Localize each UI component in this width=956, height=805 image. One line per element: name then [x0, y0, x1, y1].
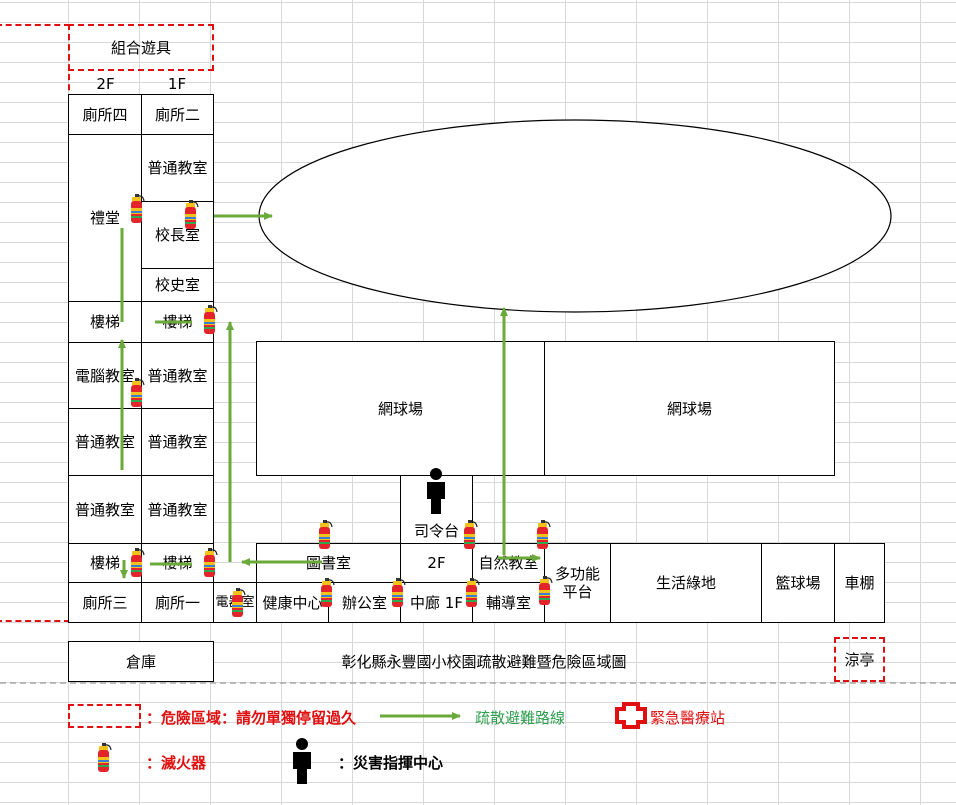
classroom-a: 普通教室 [141, 134, 214, 202]
floor-2f-mid: 2F [400, 543, 473, 583]
stairs-left-lower: 樓梯 [68, 543, 142, 583]
corridor: 中廊 1F [400, 582, 473, 623]
principal-office: 校長室 [141, 201, 214, 269]
restroom-3: 廁所三 [68, 582, 142, 623]
legend-danger-text: ：危險區域：請勿單獨停留過久 [146, 708, 357, 727]
floor-2f-label: 2F [96, 75, 115, 93]
classroom-d: 普通教室 [141, 408, 214, 476]
library: 圖書室 [256, 543, 401, 583]
pavilion: 涼亭 [844, 651, 875, 669]
legend-extinguisher-text: ：滅火器 [146, 753, 207, 772]
field-label: 田徑場 [555, 194, 597, 210]
legend-command-text: ：災害指揮中心 [338, 753, 444, 772]
legend-medical-text: 緊急醫療站 [650, 708, 726, 727]
health-center: 健康中心 [256, 582, 329, 623]
history-room: 校史室 [141, 268, 214, 302]
legend-danger-swatch [68, 704, 141, 728]
classroom-c: 普通教室 [68, 408, 142, 476]
auditorium: 禮堂 [68, 134, 142, 302]
office: 辦公室 [328, 582, 401, 623]
classroom-b: 普通教室 [141, 342, 214, 409]
tennis-court-2: 網球場 [544, 341, 835, 476]
carport: 車棚 [834, 543, 885, 623]
basketball-court: 籃球場 [761, 543, 835, 623]
floor-1f-label: 1F [167, 75, 187, 93]
stairs-right: 樓梯 [141, 301, 214, 343]
computer-room: 電腦教室 [68, 342, 142, 409]
legend-extinguisher-icon [97, 742, 112, 773]
assembly-area-label: 避難集合場 [528, 215, 624, 238]
legend-route-text: 疏散避難路線 [475, 708, 566, 727]
green-space: 生活綠地 [610, 543, 762, 623]
counseling-room: 輔導室 [472, 582, 545, 623]
restroom-1: 廁所一 [141, 582, 214, 623]
classroom-e: 普通教室 [68, 475, 142, 544]
stairs-left: 樓梯 [68, 301, 142, 343]
stage: 司令台 [400, 475, 473, 544]
legend-command-icon [293, 738, 311, 784]
stage-label: 司令台 [413, 522, 459, 540]
warehouse: 倉庫 [68, 641, 214, 682]
multi-platform-label: 多功能 平台 [554, 565, 600, 601]
map-title: 彰化縣永豐國小校園疏散避難暨危險區域圖 [341, 653, 627, 671]
stairs-right-lower: 樓梯 [141, 543, 214, 583]
multi-platform: 多功能 平台 [544, 543, 611, 623]
electric-room: 電器室 [213, 582, 257, 623]
danger-zone-building [0, 24, 70, 622]
science-room: 自然教室 [472, 543, 545, 583]
playground-label: 組合遊具 [110, 39, 171, 57]
tennis-court-1: 網球場 [256, 341, 545, 476]
classroom-f: 普通教室 [141, 475, 214, 544]
restroom-2: 廁所二 [141, 94, 214, 135]
medical-station-icon [615, 702, 647, 729]
pavilion-box [834, 637, 885, 682]
restroom-4: 廁所四 [68, 94, 142, 135]
